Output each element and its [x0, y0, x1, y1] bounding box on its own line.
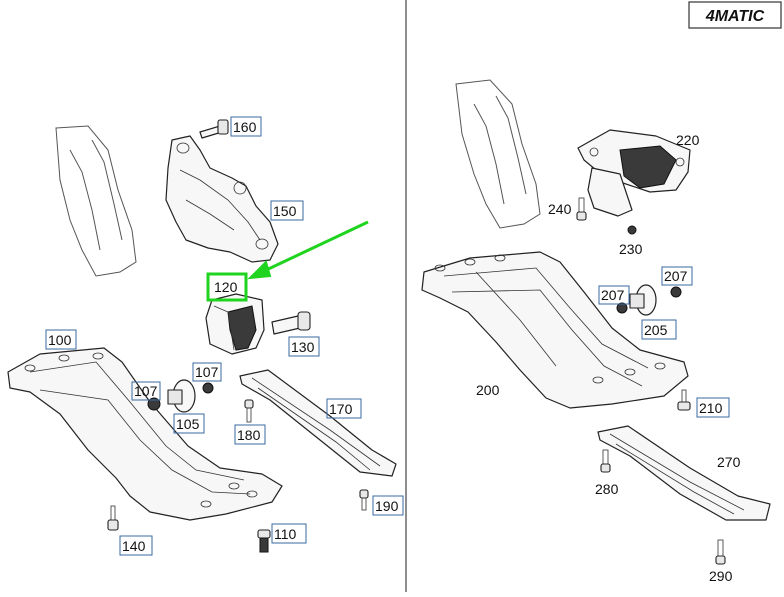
- engine-mount-220: [577, 129, 691, 217]
- svg-text:205: 205: [644, 322, 668, 338]
- label-210[interactable]: 210: [696, 397, 730, 418]
- label-180[interactable]: 180: [234, 424, 266, 445]
- bolt-190: [359, 489, 369, 511]
- nut-107-left: [147, 397, 161, 411]
- engine-mount-120: [205, 293, 265, 355]
- svg-text:270: 270: [717, 454, 741, 470]
- svg-text:210: 210: [699, 400, 723, 416]
- label-230[interactable]: 230: [619, 241, 643, 257]
- label-207-left[interactable]: 207: [598, 285, 630, 305]
- label-290[interactable]: 290: [709, 568, 733, 584]
- label-150[interactable]: 150: [270, 200, 304, 221]
- label-107-left[interactable]: 107: [131, 381, 161, 401]
- svg-text:230: 230: [619, 241, 643, 257]
- bolt-160: [199, 119, 229, 139]
- damper-105: [167, 379, 196, 413]
- transmission-housing-outline-right: [455, 79, 541, 229]
- svg-text:105: 105: [176, 416, 200, 432]
- label-207-right[interactable]: 207: [661, 266, 693, 286]
- label-190[interactable]: 190: [372, 495, 404, 516]
- label-220[interactable]: 220: [676, 132, 700, 148]
- bolt-140: [107, 505, 119, 531]
- bolt-290: [715, 539, 726, 565]
- label-130[interactable]: 130: [288, 336, 320, 357]
- svg-text:207: 207: [601, 287, 625, 303]
- label-107-right[interactable]: 107: [192, 362, 222, 382]
- svg-text:130: 130: [291, 339, 315, 355]
- label-240[interactable]: 240: [548, 201, 572, 217]
- nut-107-right: [202, 382, 214, 394]
- 4matic-logo-badge: 4MATIC: [688, 1, 782, 29]
- nut-207-right: [670, 286, 682, 298]
- label-110[interactable]: 110: [271, 523, 307, 544]
- bolt-240: [576, 197, 587, 221]
- svg-text:120: 120: [214, 279, 238, 295]
- bolt-280: [600, 449, 611, 473]
- svg-text:100: 100: [48, 332, 72, 348]
- bolt-180: [244, 399, 254, 423]
- nut-230: [627, 225, 637, 235]
- svg-text:240: 240: [548, 201, 572, 217]
- nut-207-left: [616, 302, 628, 314]
- svg-text:150: 150: [273, 203, 297, 219]
- svg-text:140: 140: [122, 538, 146, 554]
- highlight-box-120: [206, 272, 248, 302]
- svg-text:290: 290: [709, 568, 733, 584]
- bolt-210: [677, 389, 691, 411]
- label-205[interactable]: 205: [641, 319, 677, 340]
- label-200[interactable]: 200: [476, 382, 500, 398]
- svg-text:107: 107: [195, 364, 219, 380]
- label-105[interactable]: 105: [173, 413, 205, 434]
- svg-text:190: 190: [375, 498, 399, 514]
- bolt-130: [271, 311, 311, 335]
- svg-text:170: 170: [329, 401, 353, 417]
- label-100[interactable]: 100: [45, 329, 77, 350]
- bracket-150: [165, 135, 279, 263]
- svg-text:200: 200: [476, 382, 500, 398]
- label-270[interactable]: 270: [717, 454, 741, 470]
- svg-text:280: 280: [595, 481, 619, 497]
- svg-text:110: 110: [274, 526, 297, 542]
- crossmember-100: [7, 347, 283, 521]
- label-280[interactable]: 280: [595, 481, 619, 497]
- svg-text:160: 160: [233, 119, 257, 135]
- heat-shield-270: [597, 425, 771, 521]
- label-140[interactable]: 140: [119, 535, 153, 556]
- crossmember-200: [421, 251, 689, 409]
- svg-text:207: 207: [664, 268, 688, 284]
- svg-text:107: 107: [134, 383, 158, 399]
- green-arrow-icon: [247, 220, 369, 280]
- label-160[interactable]: 160: [230, 116, 262, 137]
- badge-text: 4MATIC: [705, 8, 765, 25]
- svg-text:180: 180: [237, 427, 261, 443]
- heat-shield-170: [239, 369, 397, 477]
- bolt-110: [257, 529, 271, 553]
- label-120[interactable]: 120: [214, 279, 238, 295]
- label-170[interactable]: 170: [326, 398, 362, 419]
- svg-text:220: 220: [676, 132, 700, 148]
- damper-205: [629, 284, 657, 316]
- transmission-housing-outline-left: [55, 125, 137, 277]
